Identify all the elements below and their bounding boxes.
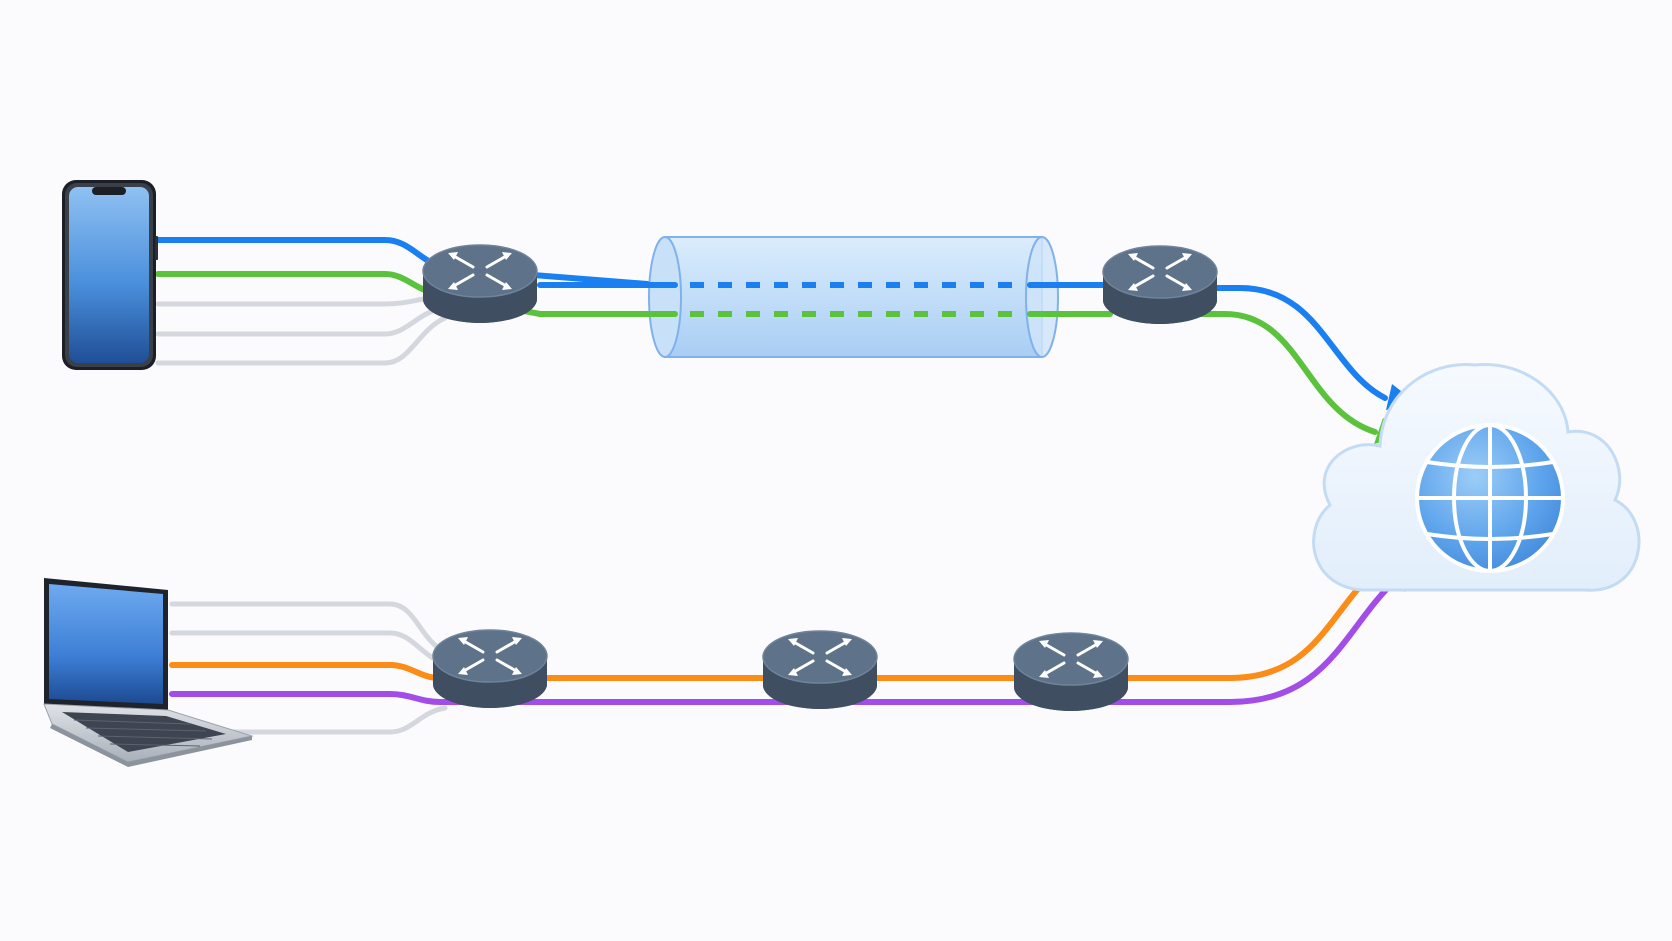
idle-flow-line (155, 315, 448, 366)
idle-flow-line (169, 630, 448, 667)
laptop-icon (43, 578, 254, 767)
globe-icon (1415, 423, 1565, 573)
router-icon (432, 629, 548, 708)
phone-flow-blue (155, 237, 663, 288)
idle-flow-line (169, 601, 448, 655)
phone-flow-blue-out (1157, 285, 1388, 401)
phone-flow-idle (155, 293, 448, 366)
laptop-flow-purple (169, 575, 1401, 705)
laptop-flow-orange (169, 559, 1388, 681)
tunnel-icon (537, 236, 1113, 358)
phone-flow-green-out (1157, 311, 1378, 435)
idle-flow-line (155, 293, 443, 307)
idle-flow-line (169, 705, 448, 735)
router-icon (1013, 632, 1129, 711)
idle-flow-line (155, 305, 443, 337)
router-icon (422, 244, 538, 323)
router-icon (762, 630, 878, 709)
smartphone-icon (62, 180, 158, 370)
router-icon (1102, 245, 1218, 324)
